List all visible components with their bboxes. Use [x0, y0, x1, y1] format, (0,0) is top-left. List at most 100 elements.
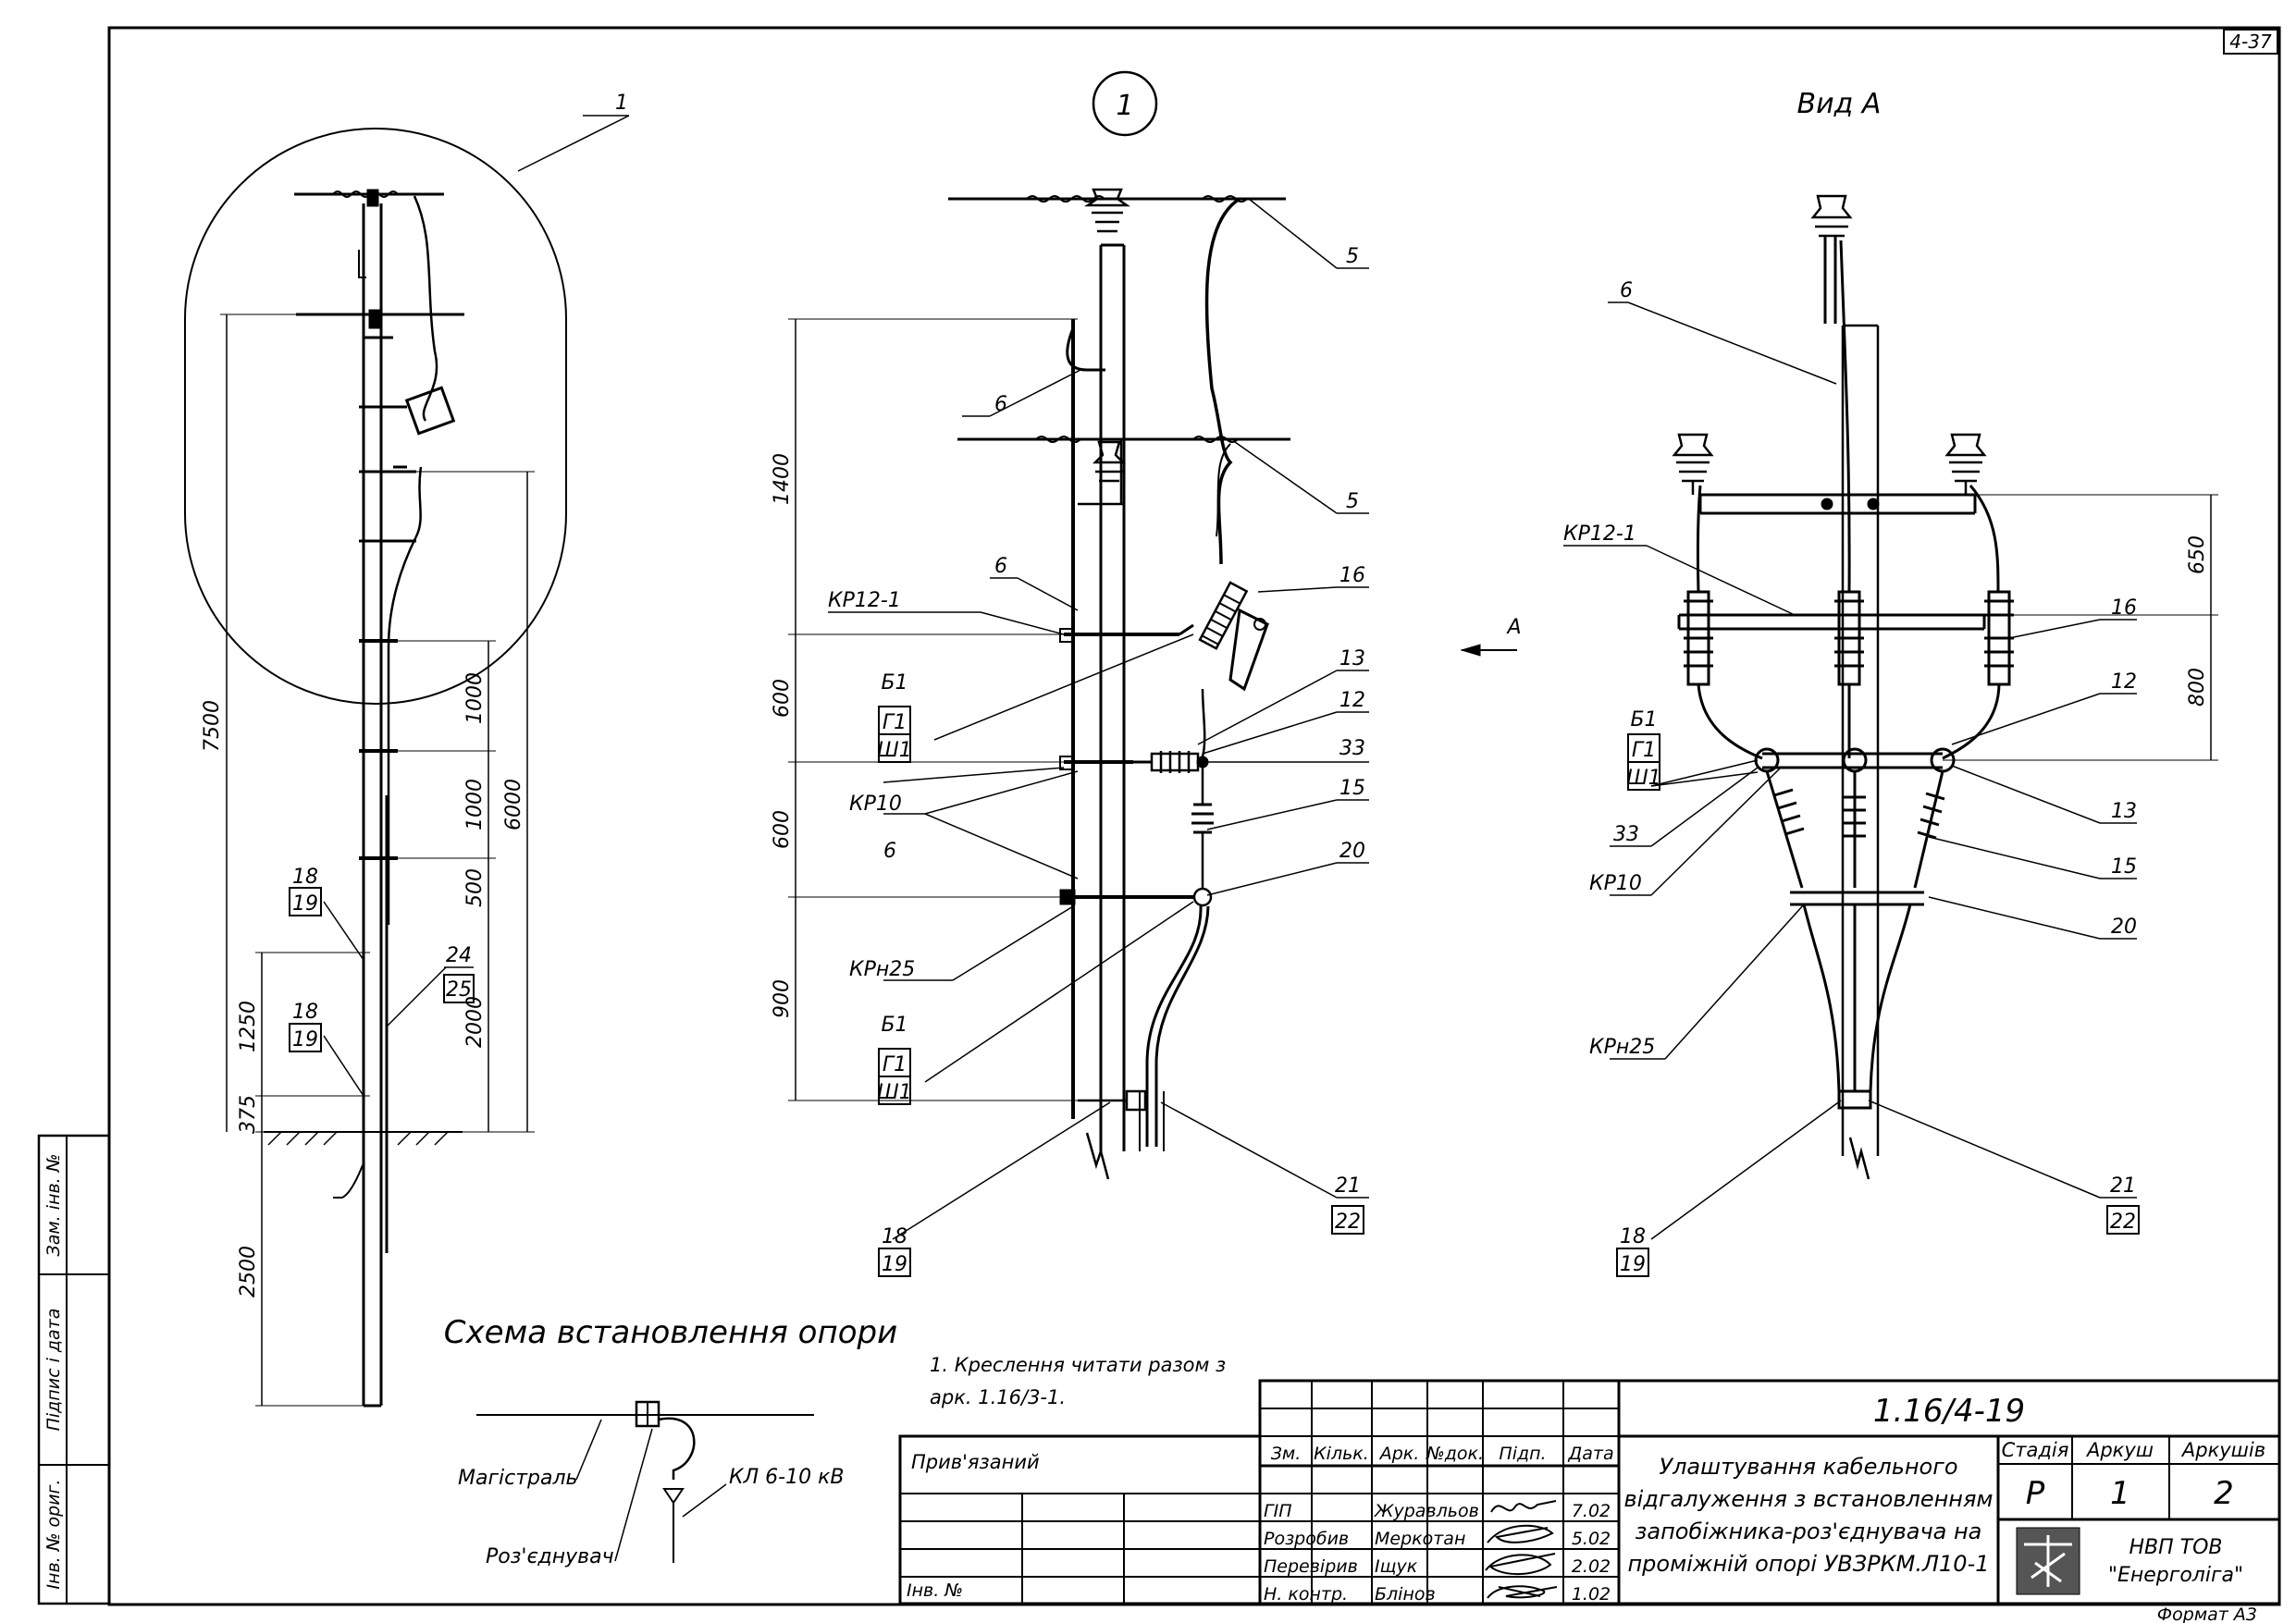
scheme-callout-18a: 18	[292, 866, 318, 889]
drawing-note: 1. Креслення читати разом з арк. 1.16/3-…	[930, 1354, 1226, 1408]
installation-scheme-labels: Схема встановлення опори Магістраль КЛ 6…	[444, 1314, 897, 1568]
scheme-title: Схема встановлення опори	[444, 1314, 897, 1351]
company-line-2: "Енерголіга"	[2108, 1564, 2243, 1587]
detail-dim-1400: 1400	[771, 453, 794, 505]
detail-label-g1a: Г1	[883, 711, 907, 734]
view-a-callout-22: 22	[2110, 1211, 2136, 1234]
detail-label-g1b: Г1	[883, 1053, 907, 1076]
detail-label-kr12: КР12-1	[828, 589, 901, 612]
sheet-ref-box: 4-37	[2223, 29, 2278, 55]
view-a-label-kr10: КР10	[1589, 872, 1642, 895]
format-label: Формат А3	[2157, 1605, 2257, 1623]
title-line-1: Улаштування кабельного	[1659, 1454, 1957, 1480]
view-a-label-krn25: КРн25	[1589, 1036, 1655, 1059]
detail-callout-13: 13	[1339, 647, 1365, 670]
scheme-callout-24: 24	[446, 944, 472, 967]
dim-7500: 7500	[201, 700, 224, 752]
col-date: Дата	[1567, 1444, 1613, 1464]
title-line-2: відгалуження з встановленням	[1623, 1486, 1993, 1512]
title-line-4: проміжній опорі УВЗРКМ.Л10-1	[1627, 1551, 1989, 1577]
dim-1000-a: 1000	[463, 672, 487, 724]
detail-label-b1a: Б1	[881, 671, 907, 695]
detail-callout-12: 12	[1339, 689, 1365, 712]
pole-scheme	[184, 115, 630, 1408]
view-a-label-sh1: Ш1	[1626, 767, 1661, 790]
detail-1-view	[788, 70, 1517, 1277]
dim-375: 375	[237, 1095, 260, 1134]
dim-1000-b: 1000	[463, 779, 487, 830]
signer-date-3: 2.02	[1572, 1556, 1611, 1577]
signer-name-3: Іщук	[1375, 1556, 1418, 1577]
label-disconnector: Роз'єднувач	[486, 1545, 614, 1568]
stamp-inv-orig: Інв. № ориг.	[43, 1479, 64, 1589]
view-a-callout-16: 16	[2111, 596, 2137, 620]
col-qty: Кільк.	[1314, 1444, 1369, 1464]
view-a-callout-6: 6	[1620, 279, 1633, 302]
signer-role-2: Розробив	[1264, 1529, 1349, 1549]
detail-callout-outline	[184, 128, 567, 705]
detail-callout-5a: 5	[1346, 245, 1359, 268]
signature-1	[1490, 1500, 1557, 1513]
company-line-1: НВП ТОВ	[2129, 1536, 2222, 1559]
col-docno: №док.	[1426, 1444, 1484, 1464]
detail-callout-6a: 6	[994, 393, 1007, 416]
dim-2500: 2500	[237, 1246, 260, 1297]
stamp-replaced-inv: Зам. інв. №	[43, 1154, 64, 1257]
col-change: Зм.	[1271, 1444, 1302, 1464]
col-sheet: Арк.	[1378, 1444, 1420, 1464]
detail-callout-33: 33	[1339, 737, 1365, 760]
signer-name-1: Журавльов	[1374, 1501, 1479, 1521]
view-a-label-b1: Б1	[1630, 708, 1657, 732]
detail-callout-5b: 5	[1346, 490, 1359, 513]
detail-callout-22: 22	[1335, 1211, 1361, 1234]
signer-name-2: Меркотан	[1375, 1529, 1465, 1549]
title-line-3: запобіжника-роз'єднувача на	[1636, 1518, 1982, 1544]
detail-dim-900: 900	[771, 979, 794, 1018]
doc-code: 1.16/4-19	[1873, 1393, 2025, 1430]
title-block-text: 1.16/4-19 Улаштування кабельного відгалу…	[907, 1393, 2265, 1605]
pole-scheme-labels: 1 18 19 18 19 24 25 7500 6000 1000 1000 …	[201, 92, 628, 1297]
scheme-callout-19a: 19	[292, 892, 318, 916]
stamp-sign-date: Підпис і дата	[43, 1309, 64, 1432]
detail-dim-600b: 600	[771, 810, 794, 849]
view-a-dim-800: 800	[2186, 668, 2209, 707]
view-a-callout-33: 33	[1613, 823, 1639, 846]
view-a-title: Вид А	[1797, 88, 1882, 120]
detail-label-sh1a: Ш1	[877, 739, 912, 762]
view-a-labels: Вид А 6 КР12-1 16 12 Б1 Г1 Ш1 33 13 КР10…	[1563, 88, 2209, 1276]
sheet-value: 1	[2110, 1475, 2130, 1512]
detail-1-labels: 1 5 5 6 6 6 16 13 12 33 15 20 КР12-1 КР1…	[771, 90, 1522, 1276]
detail-marker: 1	[1116, 90, 1133, 122]
detail-label-sh1b: Ш1	[877, 1081, 912, 1104]
detail-callout-15: 15	[1339, 777, 1365, 800]
note-line-2: арк. 1.16/3-1.	[930, 1386, 1066, 1408]
signer-date-4: 1.02	[1572, 1584, 1611, 1605]
side-stamp: Зам. інв. № Підпис і дата Інв. № ориг.	[37, 1134, 111, 1605]
detail-callout-6c: 6	[883, 840, 896, 863]
label-kl: КЛ 6-10 кВ	[729, 1466, 844, 1489]
detail-label-kr10: КР10	[849, 793, 902, 816]
view-a	[1563, 194, 2218, 1277]
view-a-callout-19: 19	[1620, 1253, 1646, 1276]
signature-3	[1485, 1553, 1556, 1576]
inv-no-label: Інв. №	[907, 1580, 963, 1601]
sheets-value: 2	[2214, 1475, 2234, 1512]
view-arrow-label: А	[1505, 616, 1521, 639]
view-a-label-g1: Г1	[1632, 739, 1656, 762]
stage-value: Р	[2026, 1475, 2045, 1512]
sheet-header: Аркуш	[2085, 1439, 2154, 1461]
scheme-callout-1: 1	[615, 92, 628, 115]
note-line-1: 1. Креслення читати разом з	[930, 1354, 1226, 1376]
dim-6000: 6000	[502, 779, 525, 830]
title-block	[898, 1379, 2281, 1605]
detail-callout-18: 18	[882, 1225, 907, 1248]
view-a-callout-12: 12	[2111, 670, 2137, 694]
label-magistral: Магістраль	[458, 1467, 578, 1490]
signer-name-4: Блінов	[1375, 1584, 1436, 1605]
detail-callout-16: 16	[1339, 564, 1365, 587]
scheme-callout-19b: 19	[292, 1028, 318, 1051]
dim-500: 500	[463, 868, 487, 907]
view-a-label-kr12: КР12-1	[1563, 523, 1636, 546]
detail-callout-21: 21	[1335, 1174, 1361, 1198]
detail-dim-600a: 600	[771, 679, 794, 718]
